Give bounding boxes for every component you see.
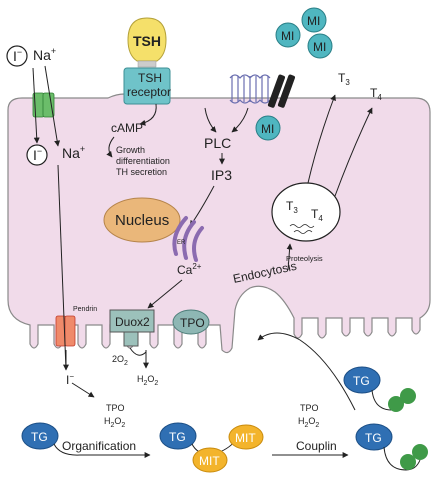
tsh-bulb [127,17,167,62]
tg-chain-lower [383,446,421,471]
mi-channel-left [267,74,286,108]
ip3-label: IP3 [211,167,232,183]
nucleus [103,197,181,243]
pendrin-channel-right [64,315,76,347]
tg-molecule-2: TG [159,422,197,450]
calcium-label: Ca2+ [177,262,202,277]
sodium-label-inside: Na+ [62,144,85,161]
svg-text:MI: MI [261,122,274,136]
camp-effect-growth: Growth [116,145,145,155]
svg-text:MI: MI [313,40,326,54]
svg-text:MIT: MIT [235,431,256,445]
endoplasmic-reticulum [172,216,204,262]
t3-release-arrow [307,94,336,184]
hydrogen-peroxide-label: H2O2 [137,374,158,387]
tsh-receptor-label-line2: receptor [127,85,171,99]
coupling-tpo-label: TPO [300,403,319,413]
iodide-lumen-label: I− [66,372,74,387]
vesicle-squiggle-1 [289,224,315,228]
iodide-transport-line [57,164,67,371]
iodide-to-tpo-arrow [71,382,95,398]
organification-label: Organification [62,439,136,453]
tg-molecule-3: TG [343,366,381,394]
camp-label: cAMP [111,121,143,135]
oxygen-label: 2O2 [112,354,128,367]
organification-arrow [53,443,151,458]
camp-effects-arrow [106,136,115,158]
svg-text:TG: TG [169,430,186,444]
pendrin-label: Pendrin [73,306,97,313]
t4-release-arrow [334,107,373,197]
mi-molecule-inside: MI [255,115,281,141]
duox2-label: Duox2 [115,315,150,329]
mi-molecule-3: MI [307,33,333,59]
peroxide-curve [129,347,147,356]
gpcr-receptor [229,74,271,104]
organification-tpo-label: TPO [106,403,125,413]
hormone-globule-2 [400,388,416,404]
svg-text:TG: TG [353,374,370,388]
vesicle-squiggle-2 [293,230,313,234]
receptor-to-camp-arrow [139,103,157,126]
plc-label: PLC [204,135,231,151]
mi-molecule-1: MI [275,22,301,48]
svg-text:TG: TG [365,431,382,445]
t3-label: T3 [338,71,350,87]
mit-molecule-1: MIT [192,447,228,473]
vesicle-t3-label: T3 [286,199,298,215]
nis-channel-right [42,92,55,118]
svg-text:MI: MI [281,29,294,43]
tsh-receptor-box [123,67,171,105]
tpo-enzyme [172,309,210,335]
proteolysis-label: Proteolysis [286,254,323,263]
proteolysis-arrow [286,243,293,271]
iodide-symbol-inside: I− [33,146,42,163]
vesicle-t4-label: T4 [311,207,323,223]
thyroid-cell-membrane [7,93,431,354]
tsh-label: TSH [133,33,161,49]
hormone-globule-4 [412,444,428,460]
mi-molecule-2: MI [301,7,327,33]
sodium-label-outside: Na+ [33,46,56,63]
iodide-ion-outside [6,45,28,67]
nucleus-label: Nucleus [115,212,169,229]
iodide-uptake-arrow [32,67,40,144]
organification-h2o2-label: H2O2 [104,416,125,429]
tsh-stem [137,60,157,68]
gpcr-to-plc-arrow-left [204,107,217,133]
calcium-to-duox2-arrow [147,279,183,309]
svg-text:TG: TG [31,430,48,444]
svg-text:MIT: MIT [199,454,220,468]
gpcr-to-plc-arrow-right [231,107,249,133]
camp-effect-differentiation: differentiation [116,156,170,166]
er-label: ER [177,240,186,246]
duox2-stem [123,331,139,347]
tg-molecule-4: TG [355,423,393,451]
coupling-h2o2-label: H2O2 [298,416,319,429]
hormone-globule-1 [388,396,404,412]
mi-channel-right [277,74,296,108]
camp-effect-secretion: TH secretion [116,167,167,177]
tg-molecule-1: TG [21,422,59,450]
coupling-label: Couplin [296,439,337,453]
iodide-symbol-outside: I− [13,47,22,64]
tpo-label: TPO [180,316,205,330]
colloid-vesicle [271,182,341,242]
t4-label: T4 [370,86,382,102]
endocytosis-arrow [257,332,356,411]
tsh-receptor-label-line1: TSH [138,71,162,85]
iodide-ion-inside [26,144,48,166]
mit-molecule-2: MIT [228,424,264,450]
hormone-globule-3 [400,454,416,470]
sodium-uptake-arrow [44,65,61,147]
svg-text:MI: MI [307,14,320,28]
